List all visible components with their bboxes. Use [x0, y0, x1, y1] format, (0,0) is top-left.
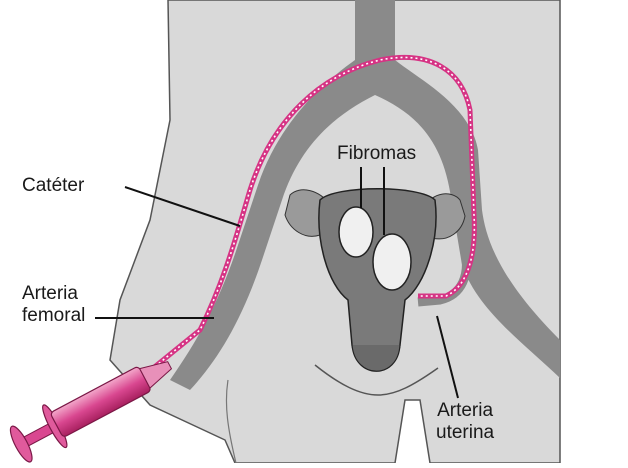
- fibroid-right: [373, 234, 411, 290]
- label-uterine-artery: Arteria uterina: [436, 400, 494, 444]
- label-uterine-line1: Arteria: [436, 400, 494, 422]
- fibroid-left: [339, 207, 373, 257]
- label-catheter: Catéter: [22, 175, 84, 197]
- label-uterine-line2: uterina: [436, 422, 494, 444]
- label-fibroids-text: Fibromas: [337, 143, 416, 165]
- label-femoral-line1: Arteria: [22, 283, 85, 305]
- label-catheter-text: Catéter: [22, 175, 84, 197]
- label-femoral-artery: Arteria femoral: [22, 283, 85, 327]
- label-femoral-line2: femoral: [22, 305, 85, 327]
- syringe-barrel: [50, 366, 151, 438]
- label-fibroids: Fibromas: [337, 143, 416, 165]
